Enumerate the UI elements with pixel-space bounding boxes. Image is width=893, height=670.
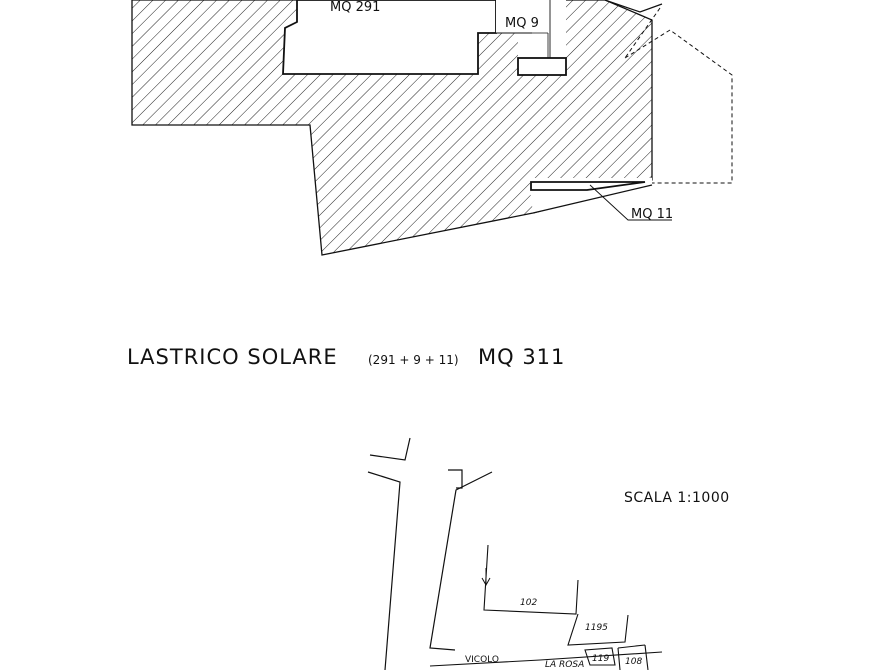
site-map: SCALA 1:1000 102 1195 119 108 VICOLO LA …: [367, 437, 730, 670]
scale-label: SCALA 1:1000: [624, 490, 730, 506]
parcel-108: [617, 644, 649, 670]
dashed-outline: [624, 29, 733, 184]
street-line-left: [367, 471, 401, 670]
parcel-119: [584, 647, 616, 666]
caption-title: LASTRICO SOLARE: [127, 345, 338, 369]
mq11-strip: [530, 181, 646, 191]
roof-plan: MQ 291 MQ 9 MQ 11: [131, 0, 733, 256]
parcel-102-label: 102: [520, 598, 537, 608]
caption: LASTRICO SOLARE (291 + 9 + 11) MQ 311: [127, 345, 565, 369]
dashed-diagonal: [624, 7, 661, 59]
street-label: VICOLO: [465, 655, 499, 665]
parcel-102-arrowhead: [481, 577, 491, 587]
street-line-left-top: [369, 437, 411, 461]
parcel-1195: [567, 613, 629, 646]
parcel-119-label: 119: [592, 654, 609, 664]
inner-room: [282, 0, 497, 75]
mq291-label: MQ 291: [330, 0, 380, 15]
notch-area: [496, 0, 566, 58]
terrace-top-edge: [604, 0, 663, 13]
mq9-rect: [517, 57, 567, 76]
street-line-mid-top: [448, 469, 463, 489]
leader-mq11: [589, 184, 672, 221]
street-bottom: [429, 651, 663, 667]
caption-formula: (291 + 9 + 11): [368, 353, 459, 367]
bottom-note-label: LA ROSA: [545, 660, 584, 670]
mq11-label: MQ 11: [631, 207, 673, 222]
strip-bottom-edge: [532, 184, 653, 214]
parcel-1195-label: 1195: [585, 623, 608, 633]
caption-total: MQ 311: [478, 345, 565, 369]
mq9-label: MQ 9: [505, 16, 539, 31]
parcel-108-label: 108: [625, 657, 642, 667]
street-line-mid: [429, 471, 493, 651]
